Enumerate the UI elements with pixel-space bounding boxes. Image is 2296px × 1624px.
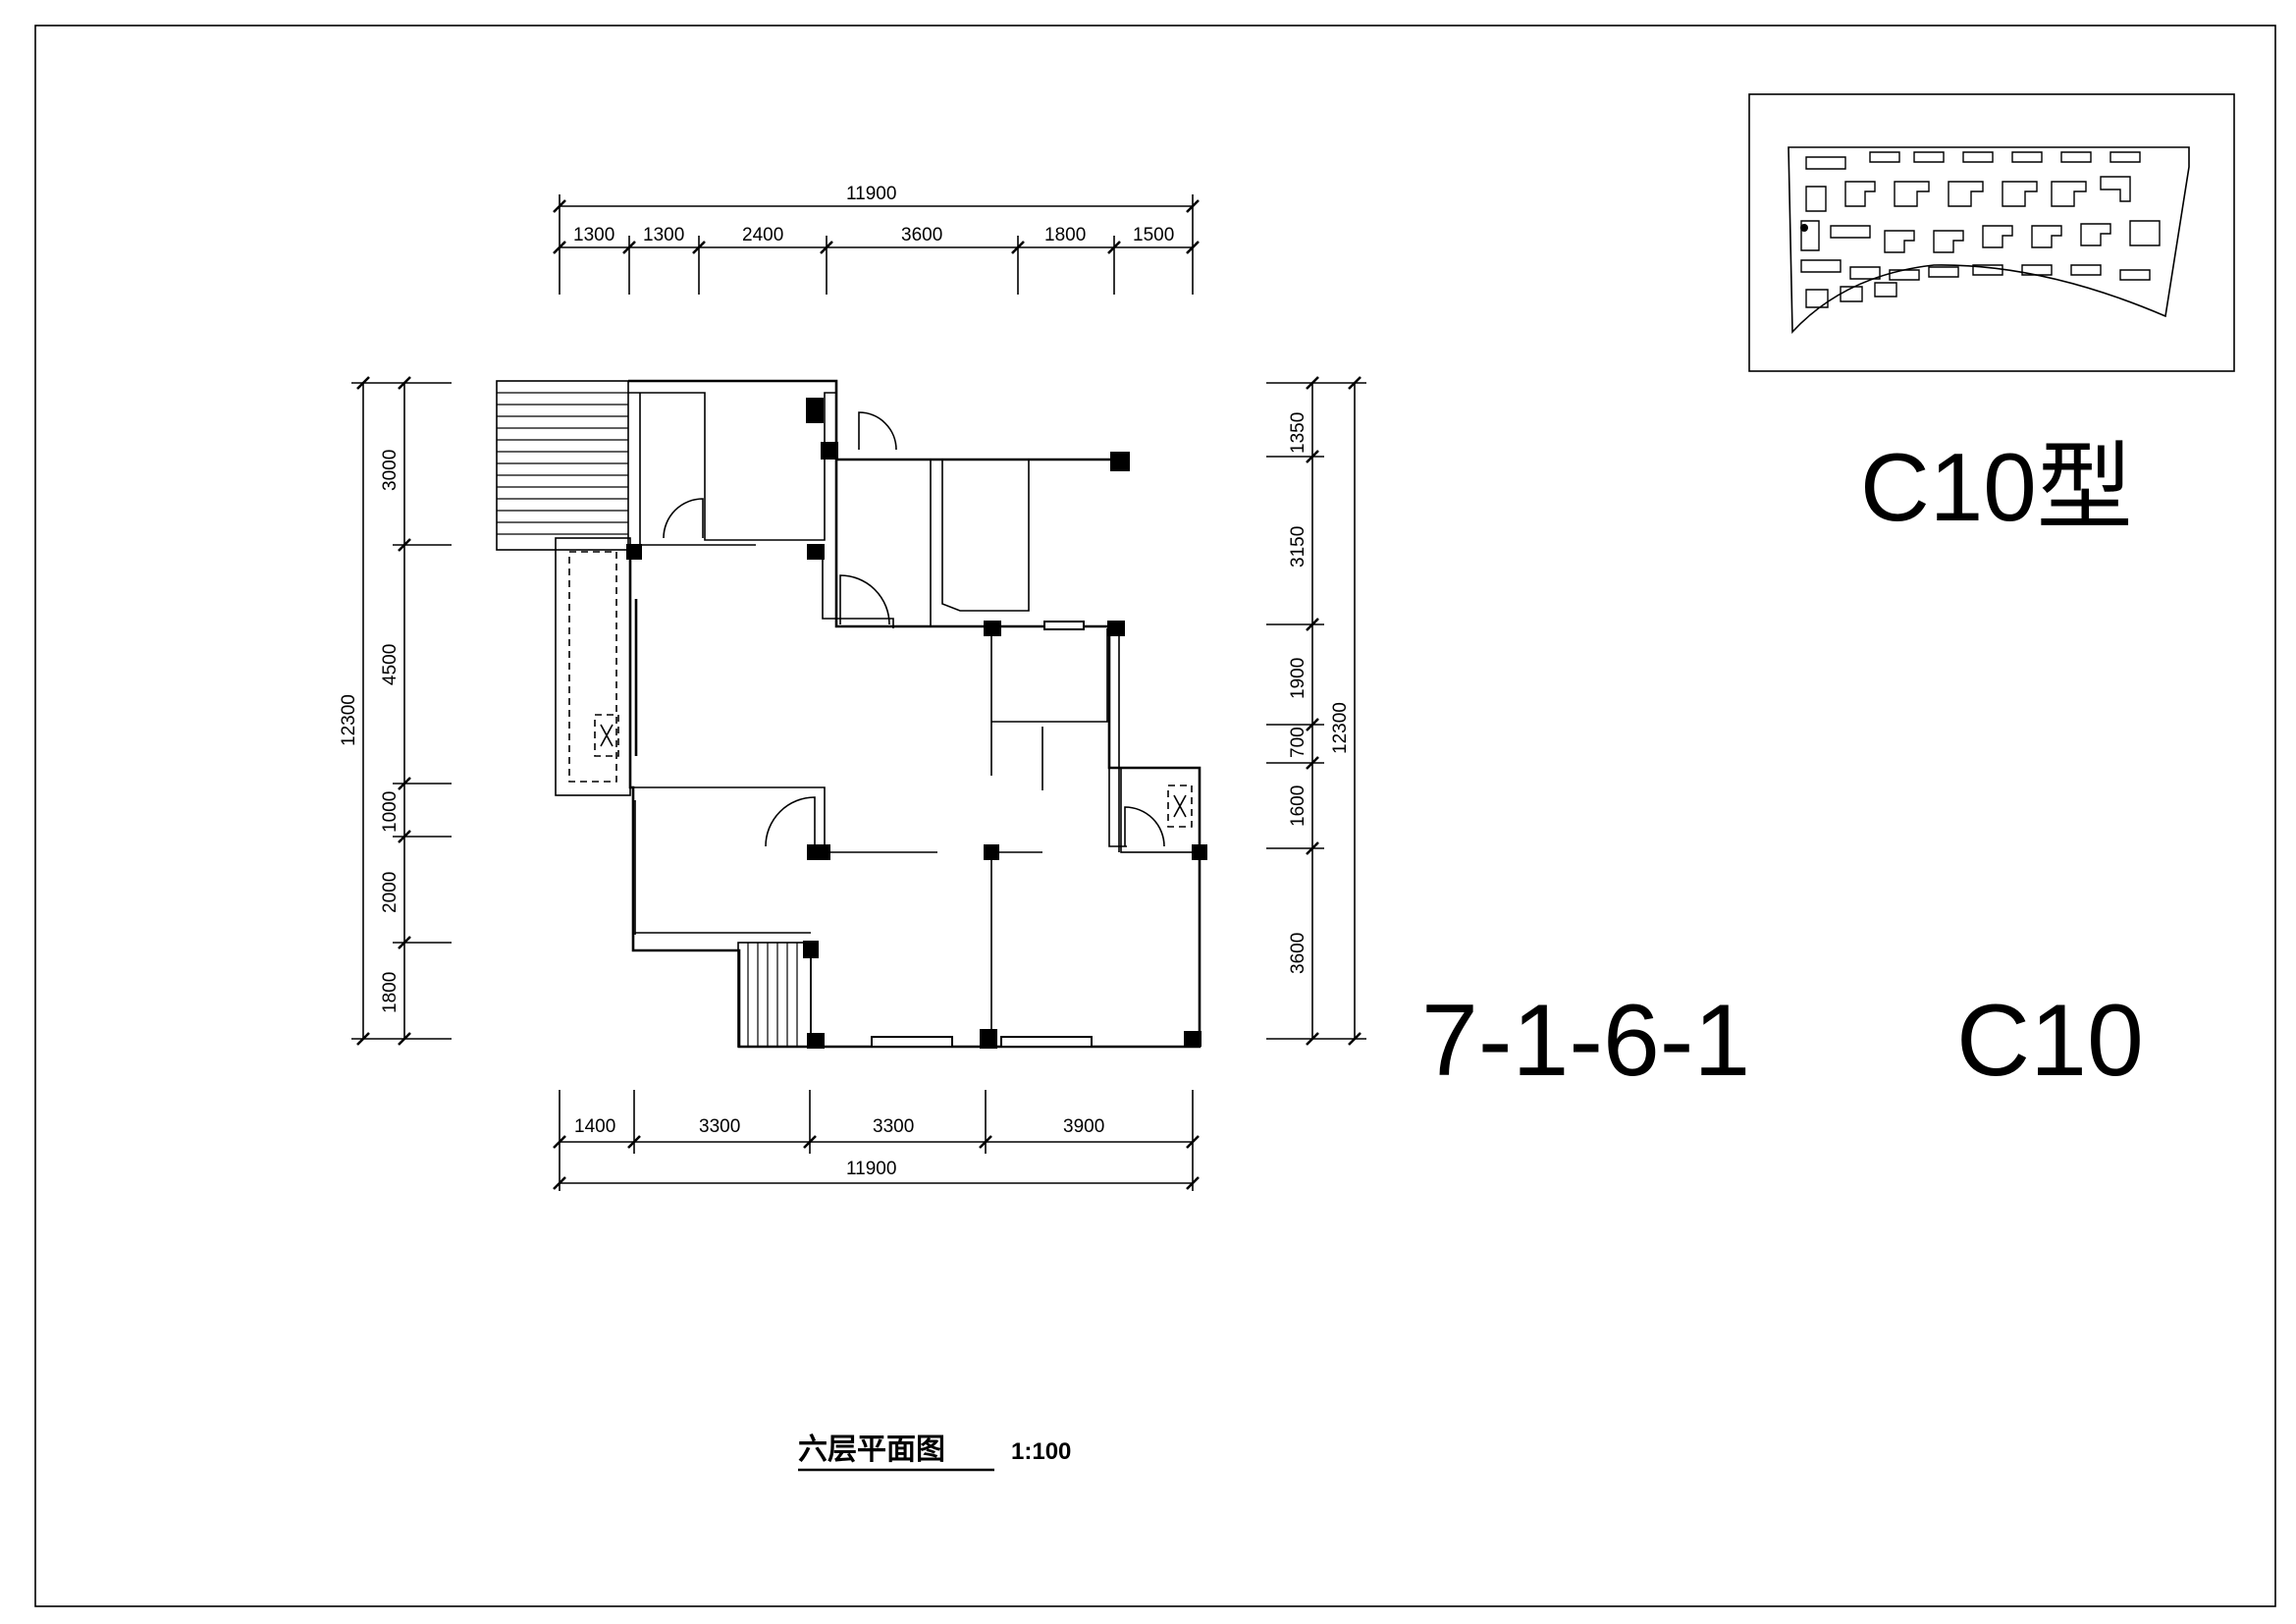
right-vent-shaft	[1167, 785, 1193, 828]
left-seg-4: 2000	[380, 872, 400, 913]
left-seg-5: 1800	[380, 972, 400, 1013]
key-plan-site-outline	[1788, 146, 2190, 334]
bay-window-inner	[568, 551, 617, 783]
left-total-dim: 12300	[339, 694, 359, 746]
bottom-dimensions: 1400 3300 3300 3900 11900	[553, 1090, 1200, 1191]
key-plan-marker	[1800, 224, 1808, 232]
unit-type: C10	[1956, 984, 2144, 1098]
plan-scale: 1:100	[1011, 1438, 1071, 1465]
left-seg-3: 1000	[380, 791, 400, 833]
top-seg-3: 2400	[742, 225, 783, 245]
top-seg-2: 1300	[643, 225, 684, 245]
right-seg-1: 1350	[1288, 412, 1308, 454]
right-seg-6: 3600	[1288, 933, 1308, 974]
right-seg-5: 1600	[1288, 785, 1308, 827]
floor-plan	[496, 379, 1207, 1049]
window-south-1	[871, 1036, 953, 1048]
window-south-2	[1000, 1036, 1093, 1048]
balcony-top-left	[496, 380, 629, 551]
balcony-hatching	[497, 392, 628, 535]
left-vent-shaft	[594, 714, 619, 757]
key-plan	[1748, 93, 2235, 372]
balcony-bottom	[737, 942, 812, 1048]
bottom-seg-3: 3300	[873, 1116, 914, 1137]
door-swing-hall	[839, 574, 890, 625]
key-plan-buildings	[1800, 151, 2161, 308]
door-swing-bedroom	[765, 796, 816, 847]
interior-walls	[628, 392, 1127, 1047]
left-vent-x2	[600, 724, 614, 747]
bottom-total-dim: 11900	[846, 1159, 896, 1179]
bay-window-frame	[555, 537, 631, 796]
right-vent-x2	[1173, 794, 1187, 818]
door-swing-entry	[858, 411, 897, 451]
key-plan-frame	[1748, 93, 2235, 372]
right-seg-2: 3150	[1288, 526, 1308, 568]
top-dimensions: 11900 1300 1300 2400 3600 1800 1500	[553, 184, 1200, 295]
utility-room	[1120, 767, 1201, 853]
top-seg-6: 1500	[1133, 225, 1174, 245]
left-seg-2: 4500	[380, 644, 400, 685]
bottom-seg-4: 3900	[1063, 1116, 1104, 1137]
window-north	[1043, 621, 1085, 630]
type-label: C10型	[1860, 433, 2133, 541]
sheet-border	[34, 25, 2276, 1607]
right-dimensions: 12300 1350 3150 1900 700 1600 3600	[1266, 376, 1366, 1046]
right-total-dim: 12300	[1330, 702, 1351, 754]
bottom-seg-2: 3300	[699, 1116, 740, 1137]
top-seg-4: 3600	[901, 225, 942, 245]
top-seg-1: 1300	[573, 225, 614, 245]
right-seg-3: 1900	[1288, 658, 1308, 699]
left-seg-1: 3000	[380, 450, 400, 491]
unit-code: 7-1-6-1	[1421, 984, 1750, 1098]
left-dimensions: 12300 3000 4500 1000 2000 1800	[339, 376, 452, 1046]
balcony-bottom-hatching	[747, 943, 798, 1047]
top-seg-5: 1800	[1044, 225, 1086, 245]
exterior-wall	[628, 379, 1201, 1049]
door-swing-utility	[1124, 806, 1165, 847]
right-seg-4: 700	[1288, 727, 1308, 758]
bottom-seg-1: 1400	[574, 1116, 615, 1137]
top-total-dim: 11900	[846, 184, 896, 204]
plan-title: 六层平面图	[798, 1434, 945, 1466]
columns	[626, 398, 1207, 1049]
door-swing-bath	[663, 498, 704, 539]
